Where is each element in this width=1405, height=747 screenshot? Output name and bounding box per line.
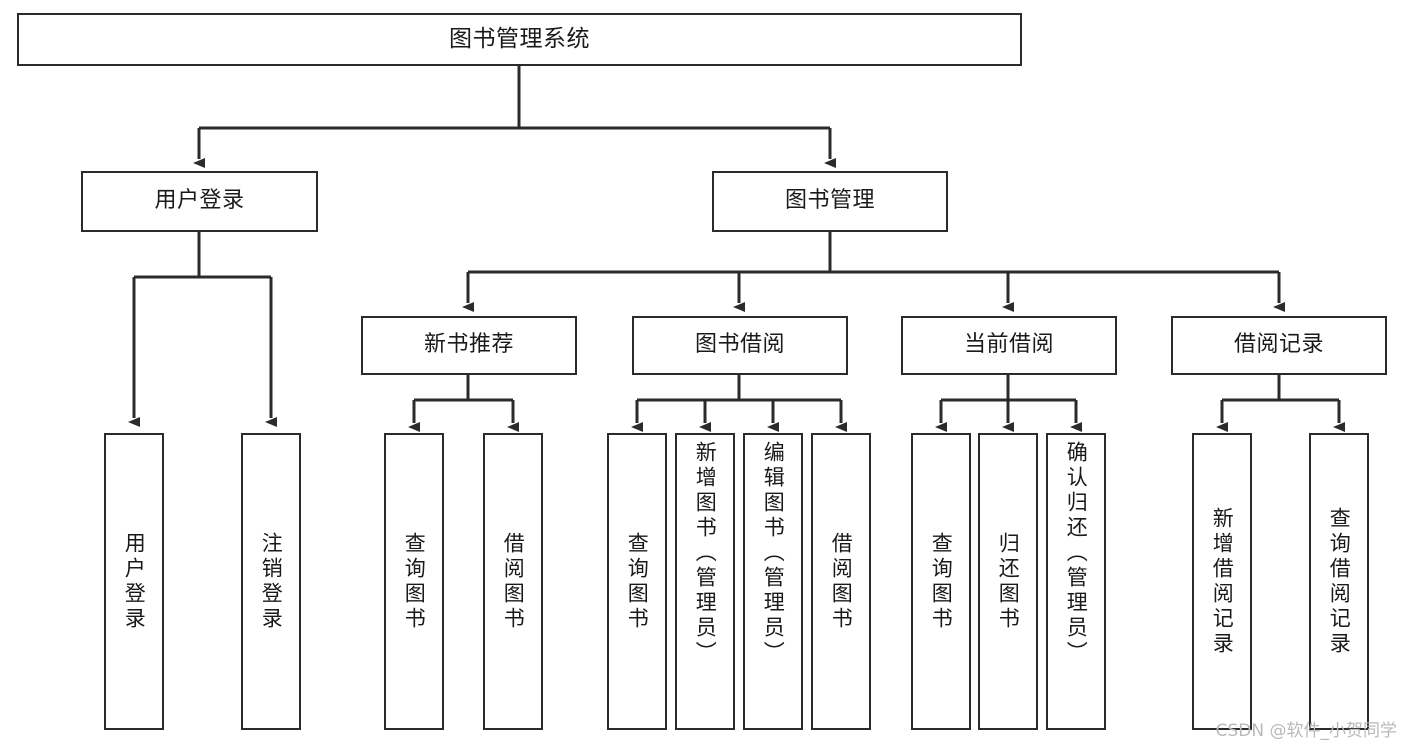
leaf-return-book[interactable]: 归还图书 [978, 433, 1038, 730]
node-label: 图书借阅 [694, 332, 785, 358]
node-label: 查询图书 [929, 531, 954, 632]
node-label: 新增借阅记录 [1210, 506, 1235, 657]
node-borrow-record[interactable]: 借阅记录 [1171, 316, 1387, 375]
leaf-borrow-book-1[interactable]: 借阅图书 [483, 433, 543, 730]
leaf-add-record[interactable]: 新增借阅记录 [1192, 433, 1252, 730]
node-label: 确认归还（管理员） [1064, 441, 1089, 666]
leaf-edit-book[interactable]: 编辑图书（管理员） [743, 433, 803, 730]
node-new-book-recommend[interactable]: 新书推荐 [361, 316, 577, 375]
node-user-login[interactable]: 用户登录 [81, 171, 318, 232]
node-label: 图书管理系统 [449, 25, 590, 52]
leaf-logout-login[interactable]: 注销登录 [241, 433, 301, 730]
node-label: 图书管理 [784, 188, 875, 214]
node-current-borrow[interactable]: 当前借阅 [901, 316, 1117, 375]
node-label: 查询图书 [625, 531, 650, 632]
node-label: 编辑图书（管理员） [761, 441, 786, 666]
node-label: 当前借阅 [963, 332, 1054, 358]
node-root-system[interactable]: 图书管理系统 [17, 13, 1022, 66]
leaf-query-book-3[interactable]: 查询图书 [911, 433, 971, 730]
leaf-user-login[interactable]: 用户登录 [104, 433, 164, 730]
node-label: 用户登录 [122, 531, 147, 632]
node-label: 查询图书 [402, 531, 427, 632]
leaf-query-book-1[interactable]: 查询图书 [384, 433, 444, 730]
leaf-borrow-book-2[interactable]: 借阅图书 [811, 433, 871, 730]
leaf-query-record[interactable]: 查询借阅记录 [1309, 433, 1369, 730]
leaf-query-book-2[interactable]: 查询图书 [607, 433, 667, 730]
node-label: 查询借阅记录 [1327, 506, 1352, 657]
node-label: 注销登录 [259, 531, 284, 632]
node-label: 借阅记录 [1233, 332, 1324, 358]
leaf-add-book[interactable]: 新增图书（管理员） [675, 433, 735, 730]
node-label: 借阅图书 [501, 531, 526, 632]
node-label: 新书推荐 [423, 332, 514, 358]
node-label: 用户登录 [154, 188, 245, 214]
node-book-management[interactable]: 图书管理 [712, 171, 948, 232]
node-label: 借阅图书 [829, 531, 854, 632]
node-label: 归还图书 [996, 531, 1021, 632]
leaf-confirm-return[interactable]: 确认归还（管理员） [1046, 433, 1106, 730]
node-label: 新增图书（管理员） [693, 441, 718, 666]
node-book-borrow[interactable]: 图书借阅 [632, 316, 848, 375]
